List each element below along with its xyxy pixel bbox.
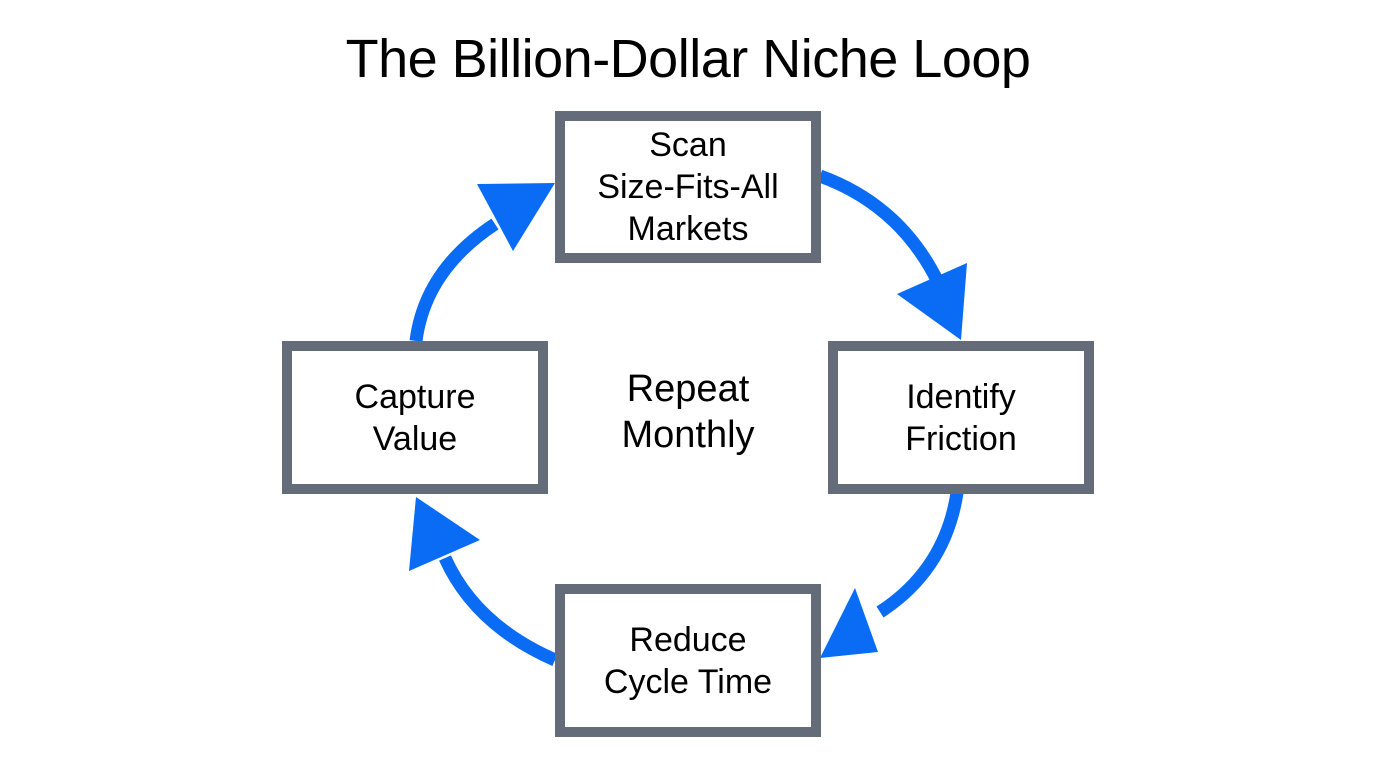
node-capture-value: Capture Value bbox=[282, 341, 548, 494]
node-label-line: Cycle Time bbox=[603, 662, 773, 701]
arrow-capture-to-scan-icon bbox=[409, 183, 555, 342]
node-scan-markets: Scan Size-Fits-All Markets bbox=[555, 111, 821, 263]
node-label-line: Friction bbox=[905, 419, 1017, 458]
node-label-line: Size-Fits-All bbox=[597, 168, 779, 206]
node-label-line: Markets bbox=[627, 210, 749, 248]
arrow-identify-to-reduce-icon bbox=[820, 491, 964, 658]
arrow-scan-to-identify-icon bbox=[817, 169, 967, 340]
node-reduce-cycle-time: Reduce Cycle Time bbox=[555, 584, 821, 737]
diagram-title: The Billion-Dollar Niche Loop bbox=[345, 29, 1031, 89]
center-label-line: Monthly bbox=[621, 414, 755, 456]
node-label-line: Reduce bbox=[629, 620, 747, 659]
node-label-line: Capture bbox=[354, 377, 476, 416]
node-label-line: Scan bbox=[649, 126, 727, 164]
arrow-reduce-to-capture-icon bbox=[409, 497, 558, 666]
node-identify-friction: Identify Friction bbox=[828, 341, 1094, 494]
center-label-line: Repeat bbox=[626, 368, 750, 410]
node-label-line: Value bbox=[372, 419, 458, 458]
center-label: Repeat Monthly bbox=[560, 366, 816, 458]
node-label-line: Identify bbox=[906, 377, 1016, 416]
